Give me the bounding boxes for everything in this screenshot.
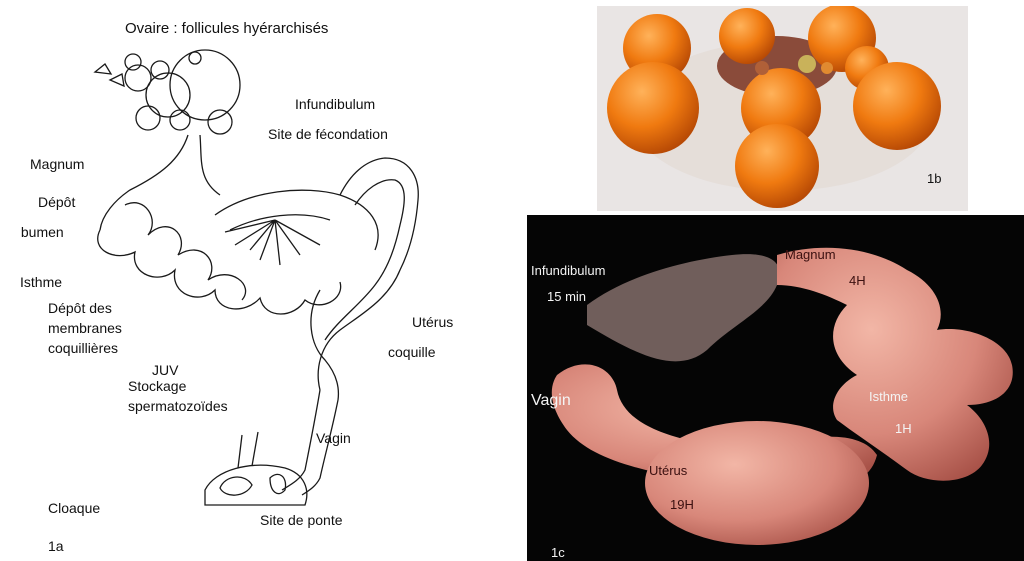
label-uterus: Utérus	[412, 314, 453, 331]
label-magnum: Magnum	[30, 156, 84, 173]
label-magnum-photo: Magnum	[785, 247, 836, 263]
label-isthme-time: 1H	[895, 421, 912, 437]
panel-id-1b: 1b	[927, 170, 941, 187]
label-vagin: Vagin	[316, 430, 351, 447]
label-depot: Dépôt	[38, 194, 75, 211]
label-infundibulum: Infundibulum	[295, 96, 375, 113]
oviduct-line-drawing	[20, 0, 490, 561]
label-uterus-photo: Utérus	[649, 463, 687, 479]
label-isthme: Isthme	[20, 274, 62, 291]
label-juv: JUV	[152, 362, 178, 379]
label-infundibulum-time: 15 min	[547, 289, 586, 305]
label-isthme-photo: Isthme	[869, 389, 908, 405]
ovary-photo-panel: 1b	[597, 6, 968, 211]
label-uterus-time: 19H	[670, 497, 694, 513]
label-stockage-2: spermatozoïdes	[128, 398, 228, 415]
ovary-title: Ovaire : follicules hyérarchisés	[125, 20, 328, 37]
oviduct-drawing-panel: Ovaire : follicules hyérarchisés Infundi…	[20, 0, 490, 561]
panel-id-1a: 1a	[48, 538, 64, 555]
label-depot-membranes-2: membranes	[48, 320, 122, 337]
label-depot-membranes-3: coquillières	[48, 340, 118, 357]
label-vagin-photo: Vagin	[531, 393, 571, 409]
oviduct-photo-panel: Infundibulum 15 min Magnum 4H Vagin Isth…	[527, 215, 1024, 561]
label-cloaque: Cloaque	[48, 500, 100, 517]
label-stockage-1: Stockage	[128, 378, 186, 395]
label-depot-membranes-1: Dépôt des	[48, 300, 112, 317]
label-magnum-time: 4H	[849, 273, 866, 289]
label-site-ponte: Site de ponte	[260, 512, 343, 529]
label-site-fecondation: Site de fécondation	[268, 126, 388, 143]
ovary-follicles-illustration	[597, 6, 968, 211]
label-coquille: coquille	[388, 344, 435, 361]
label-infundibulum-photo: Infundibulum	[531, 263, 605, 279]
label-albumen: albumen	[20, 224, 64, 241]
panel-id-1c: 1c	[551, 545, 565, 561]
